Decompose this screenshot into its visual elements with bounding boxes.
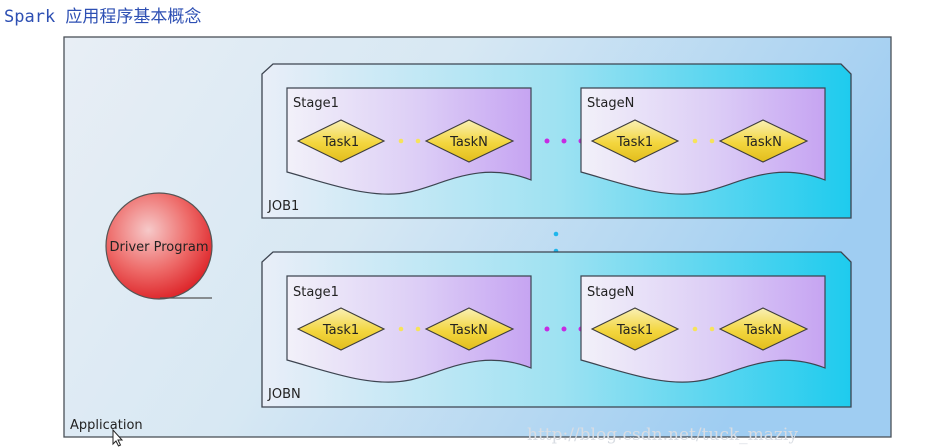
job-1-stage-n: StageN Task1 TaskN	[580, 87, 826, 195]
task-n-label: TaskN	[743, 323, 782, 338]
driver-label: Driver Program	[110, 240, 209, 255]
task-n-label: TaskN	[449, 135, 488, 150]
task-n-diamond	[718, 119, 809, 163]
task-1-label: Task1	[322, 135, 359, 150]
task-n-diamond	[718, 307, 809, 351]
stage-label: Stage1	[293, 285, 339, 300]
task-1-label: Task1	[616, 135, 653, 150]
job-1-stage-1: Stage1 Task1 TaskN	[286, 87, 532, 195]
task-1-diamond	[296, 307, 386, 351]
page-title: Spark 应用程序基本概念	[4, 7, 202, 27]
job-n-stage-1: Stage1 Task1 TaskN	[286, 275, 532, 383]
job-n: JOBN Stage1 Task1 TaskN StageN Task1 Tas…	[261, 251, 852, 408]
stage-label: StageN	[587, 96, 634, 111]
task-1-diamond	[296, 119, 386, 163]
job-1: JOB1 Stage1 Task1 TaskN StageN Task1 Tas…	[261, 63, 852, 219]
mouse-cursor-icon	[112, 428, 124, 447]
job-1-label: JOB1	[267, 199, 299, 214]
job-n-stage-n: StageN Task1 TaskN	[580, 275, 826, 383]
task-n-label: TaskN	[743, 135, 782, 150]
stage-label: Stage1	[293, 96, 339, 111]
watermark: http://blog.csdn.net/tuck_maziy	[527, 425, 798, 445]
task-1-label: Task1	[322, 323, 359, 338]
job-n-label: JOBN	[267, 387, 301, 402]
task-1-diamond	[590, 119, 680, 163]
task-n-label: TaskN	[449, 323, 488, 338]
task-n-diamond	[424, 119, 515, 163]
task-n-diamond	[424, 307, 515, 351]
task-1-diamond	[590, 307, 680, 351]
application-label: Application	[70, 418, 143, 433]
task-1-label: Task1	[616, 323, 653, 338]
driver-program: Driver Program	[105, 192, 213, 300]
stage-label: StageN	[587, 285, 634, 300]
